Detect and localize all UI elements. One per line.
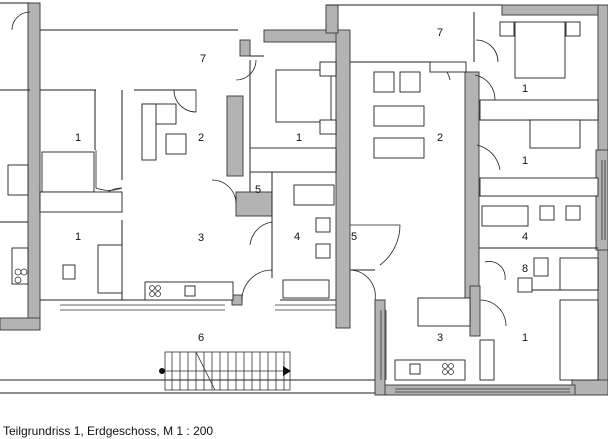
room-label: 7 (200, 53, 206, 65)
room-label: 3 (437, 332, 443, 344)
room-label: 1 (296, 132, 302, 144)
structural-walls (0, 2, 608, 396)
room-label: 1 (75, 132, 81, 144)
room-label: 4 (294, 231, 300, 243)
floor-plan: 7 7 1 2 1 2 1 5 1 3 4 5 4 8 6 3 1 1 (0, 2, 608, 396)
room-label: 2 (198, 132, 204, 144)
room-label: 2 (437, 132, 443, 144)
room-label: 5 (351, 231, 357, 243)
room-label: 5 (255, 184, 261, 196)
plan-caption: Teilgrundriss 1, Erdgeschoss, M 1 : 200 (3, 424, 214, 438)
furniture (7, 21, 599, 381)
room-labels: 7 7 1 2 1 2 1 5 1 3 4 5 4 8 6 3 1 1 (75, 27, 528, 344)
staircase (159, 351, 291, 391)
room-label: 1 (522, 155, 528, 167)
room-label: 1 (75, 231, 81, 243)
room-label: 6 (198, 332, 204, 344)
room-label: 4 (522, 231, 528, 243)
windows (60, 160, 606, 393)
room-label: 7 (437, 27, 443, 39)
room-label: 8 (522, 263, 528, 275)
room-label: 3 (198, 232, 204, 244)
room-label: 1 (522, 83, 528, 95)
room-label: 1 (522, 332, 528, 344)
